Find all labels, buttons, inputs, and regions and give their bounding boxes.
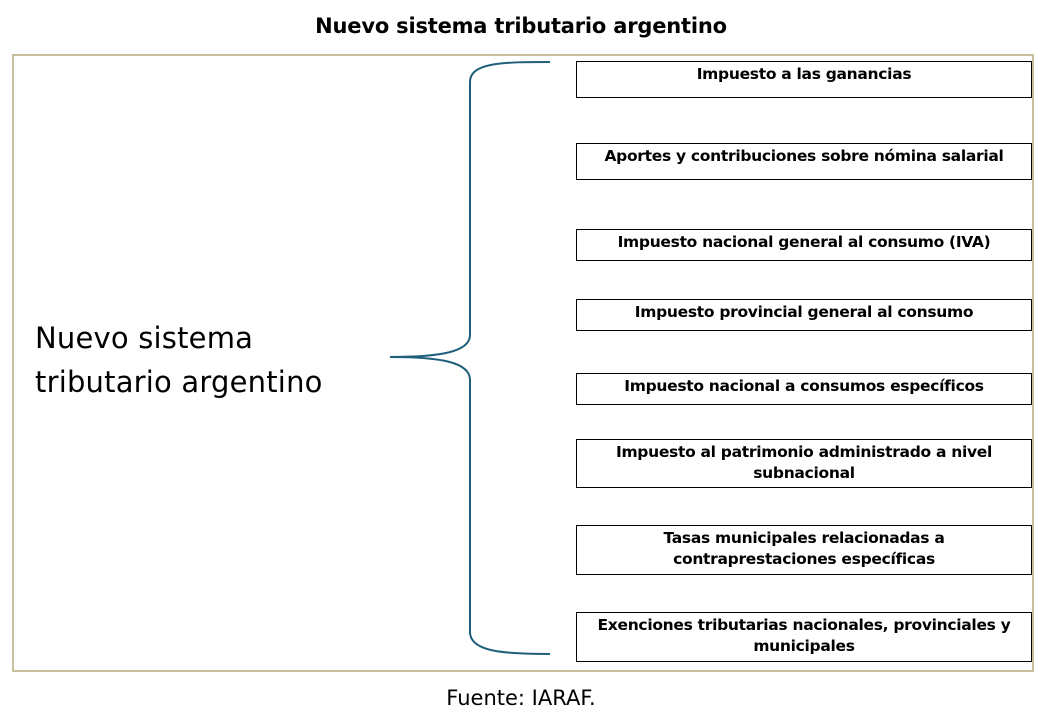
tax-item-label: Exenciones tributarias nacionales, provi… [597,616,1011,655]
tax-item-label: Impuesto provincial general al consumo [634,303,974,321]
tax-item-box: Impuesto provincial general al consumo [576,299,1032,331]
tax-item-box: Impuesto nacional a consumos específicos [576,373,1032,405]
tax-item-label: Impuesto al patrimonio administrado a ni… [615,443,992,482]
tax-item-box: Impuesto nacional general al consumo (IV… [576,229,1032,261]
source-note: Fuente: IARAF. [446,686,596,710]
tax-item-label: Impuesto a las ganancias [696,65,912,83]
tax-item-box: Aportes y contribuciones sobre nómina sa… [576,143,1032,180]
tax-item-label: Tasas municipales relacionadas a contrap… [663,529,945,568]
tax-item-box: Exenciones tributarias nacionales, provi… [576,612,1032,662]
tax-item-label: Impuesto nacional general al consumo (IV… [617,233,991,251]
tax-item-label: Aportes y contribuciones sobre nómina sa… [604,147,1004,165]
tax-item-box: Impuesto a las ganancias [576,61,1032,98]
tax-item-box: Tasas municipales relacionadas a contrap… [576,525,1032,575]
main-concept-label: Nuevo sistema tributario argentino [35,321,323,399]
tax-item-box: Impuesto al patrimonio administrado a ni… [576,439,1032,488]
tax-item-label: Impuesto nacional a consumos específicos [624,377,984,395]
diagram-title: Nuevo sistema tributario argentino [315,14,727,38]
diagram-frame [12,54,1034,672]
